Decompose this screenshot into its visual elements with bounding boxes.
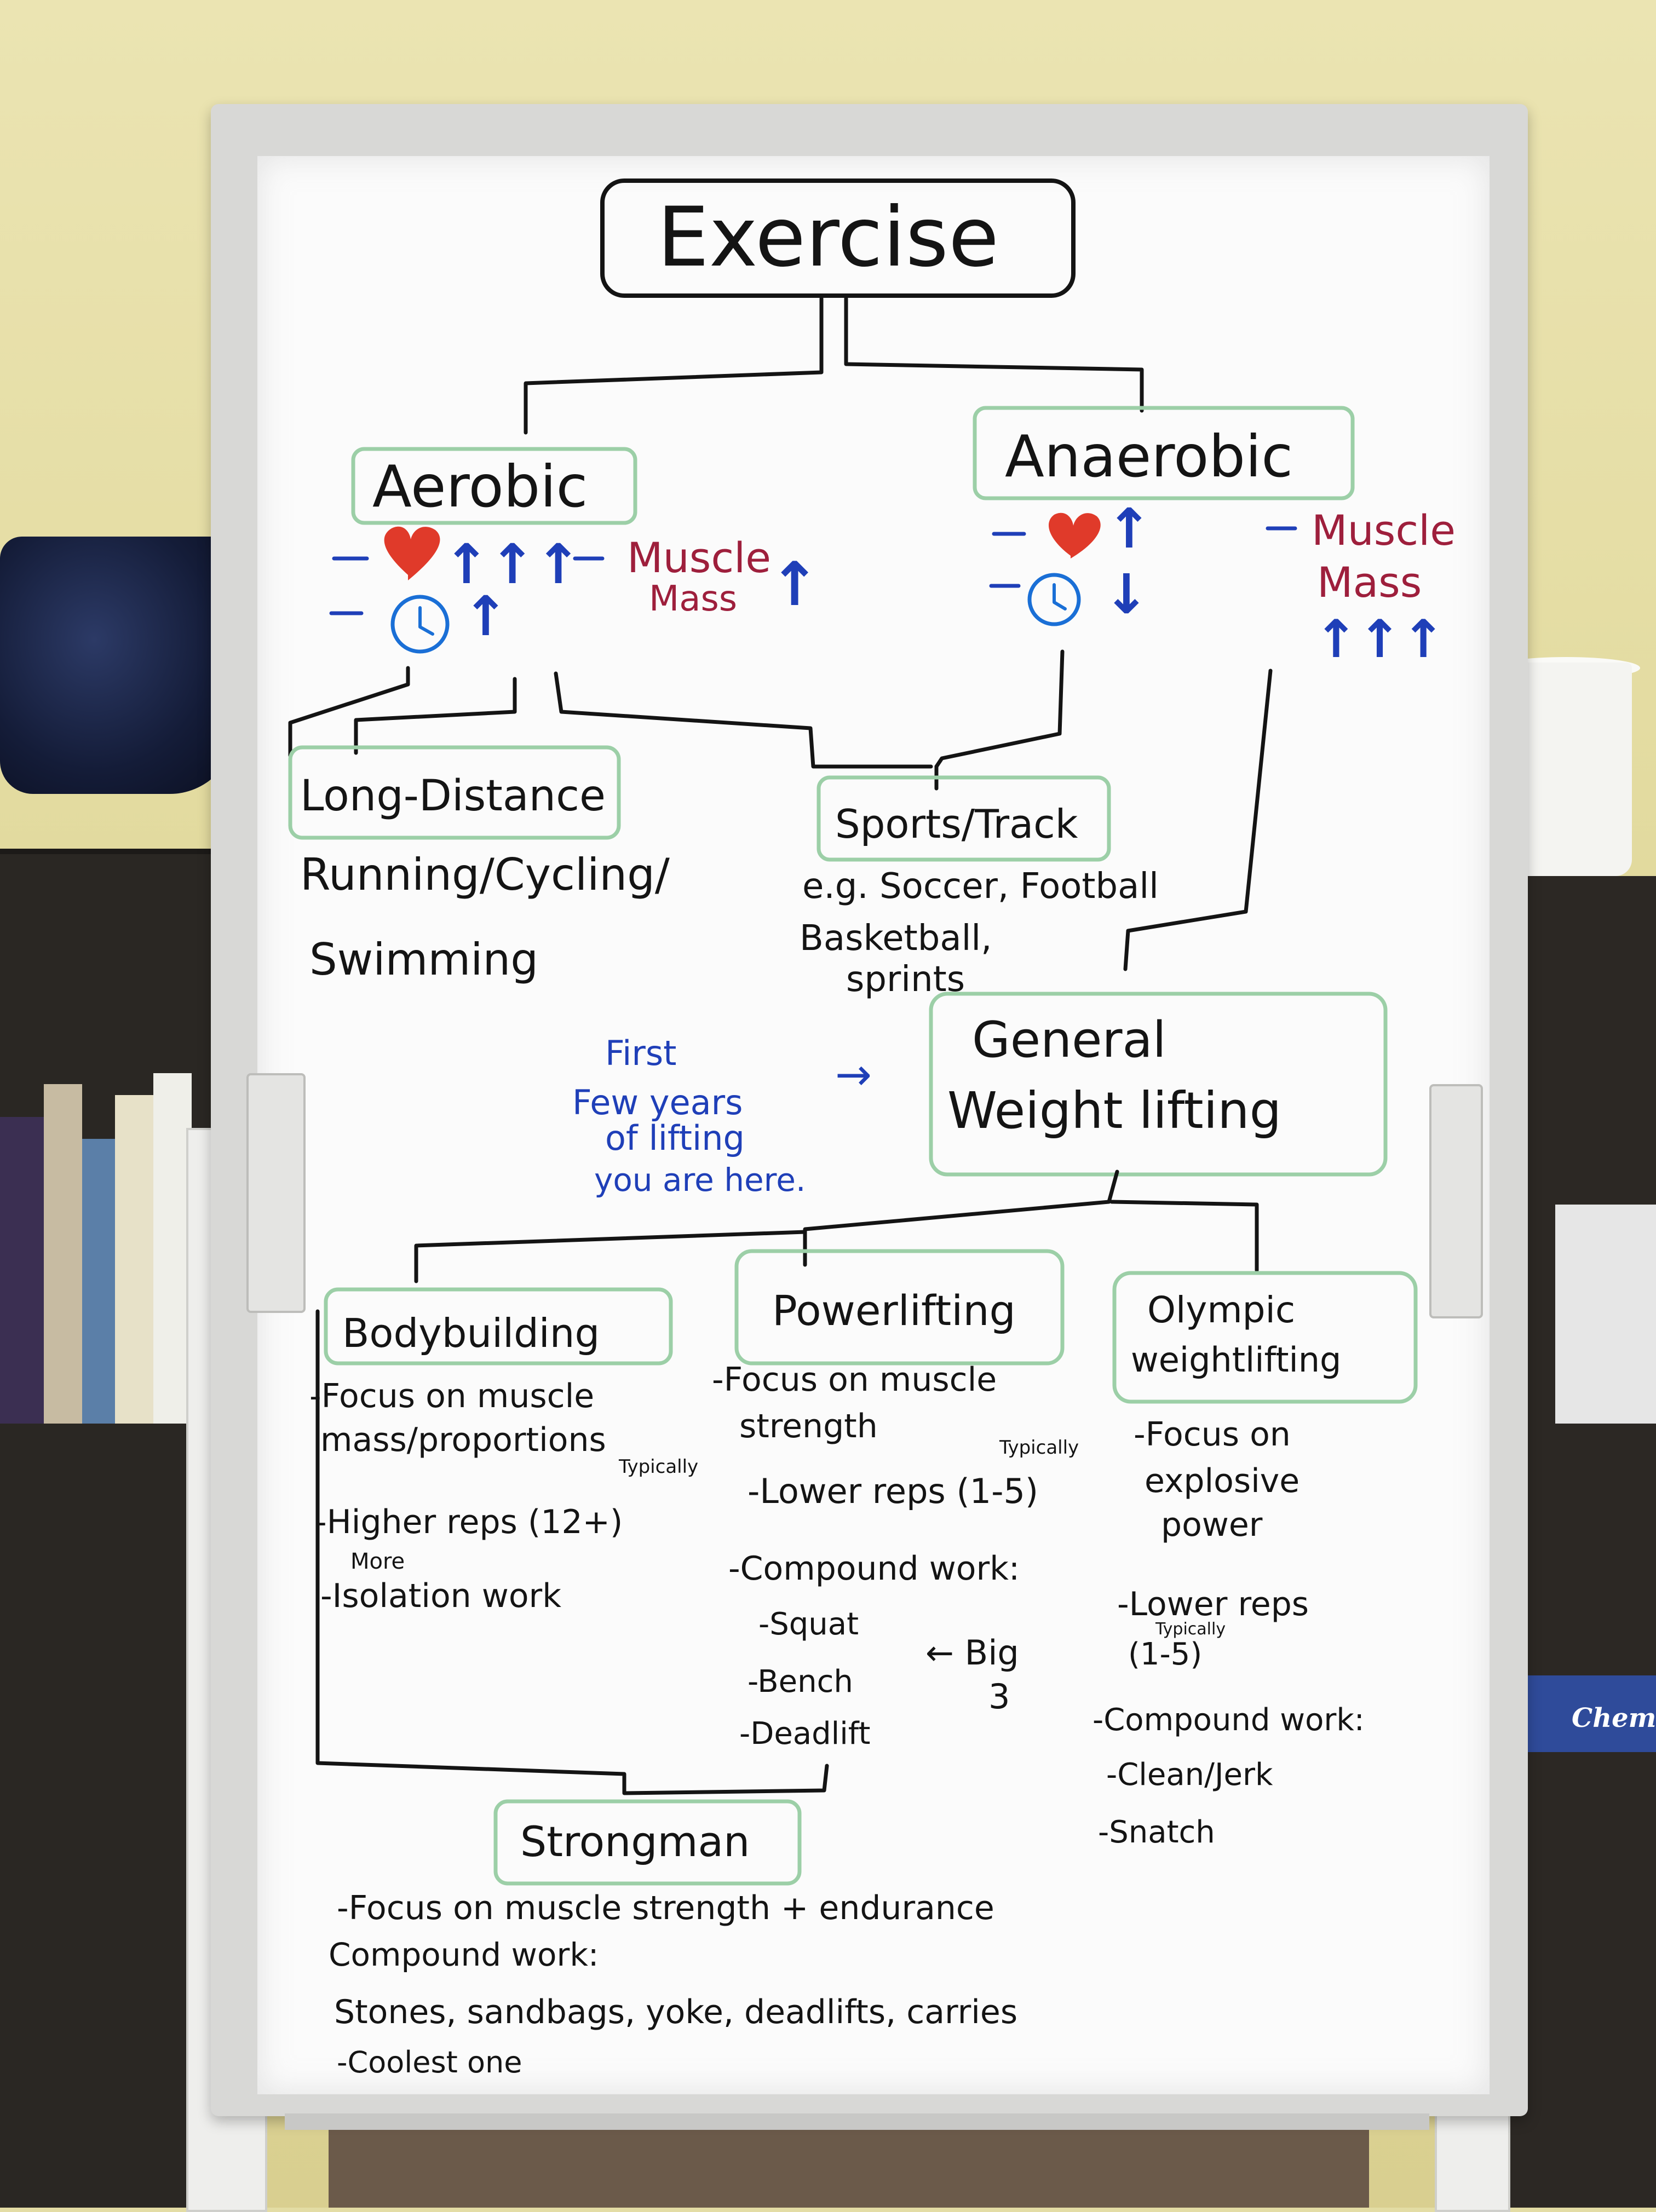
olympic-note-4: (1-5) xyxy=(1128,1637,1202,1672)
anaerobic-label: Anaerobic xyxy=(1005,423,1293,490)
bodybuilding-note-0: -Focus on muscle xyxy=(309,1377,594,1415)
powerlifting-label: Powerlifting xyxy=(772,1286,1016,1335)
connector-aerobic-sports xyxy=(554,671,933,769)
first-years-line2: Few years xyxy=(572,1082,743,1122)
anaerobic-mass-label: Mass xyxy=(1317,558,1422,607)
aerobic-time-arrow: ↑ xyxy=(463,584,509,648)
right-clamp xyxy=(1429,1084,1483,1318)
long-distance-label: Long-Distance xyxy=(300,771,606,821)
connector-general-powerlifting xyxy=(803,1170,1119,1267)
left-books xyxy=(0,1029,197,1424)
olympic-note-6: -Clean/Jerk xyxy=(1106,1757,1273,1793)
whiteboard-surface xyxy=(257,156,1490,2094)
powerlifting-note-3: -Compound work: xyxy=(728,1549,1020,1588)
aerobic-heart-arrows: ↑↑↑ xyxy=(444,532,581,596)
blue-bowl xyxy=(0,537,235,794)
aerobic-muscle-arrow: ↑ xyxy=(769,549,820,619)
title-text: Exercise xyxy=(657,190,999,285)
long-distance-box xyxy=(288,745,621,840)
olympic-note-2: power xyxy=(1161,1506,1263,1544)
aerobic-mass-label: Mass xyxy=(649,579,737,619)
connector-title-anaerobic xyxy=(844,296,1144,413)
sports-line1: e.g. Soccer, Football xyxy=(802,866,1159,907)
anaerobic-muscle-label: Muscle xyxy=(1312,506,1456,555)
bodybuilding-note-1: mass/proportions xyxy=(320,1421,606,1459)
long-distance-line2: Swimming xyxy=(309,934,538,985)
sports-line3: sprints xyxy=(846,959,965,1000)
anaerobic-time-arrow: ↓ xyxy=(1103,562,1149,626)
powerlifting-box xyxy=(734,1249,1065,1366)
chemistry-book-title: Chemistry xyxy=(1572,1703,1656,1733)
anaerobic-muscle-arrows: ↑↑↑ xyxy=(1314,609,1445,670)
first-years-arrow-icon: → xyxy=(835,1049,872,1100)
first-years-line1: First xyxy=(605,1033,676,1073)
anaerobic-box xyxy=(973,406,1355,500)
bodybuilding-label: Bodybuilding xyxy=(342,1310,600,1356)
left-clamp xyxy=(246,1073,306,1313)
olympic-label-1: Olympic xyxy=(1147,1289,1295,1331)
strongman-note-1: Compound work: xyxy=(329,1936,599,1973)
powerlifting-note-1: strength xyxy=(739,1407,878,1445)
powerlifting-typically: Typically xyxy=(999,1437,1079,1459)
olympic-typically: Typically xyxy=(1155,1620,1226,1639)
powerlifting-note-6: -Deadlift xyxy=(739,1716,870,1752)
aerobic-muscle-label: Muscle xyxy=(627,533,771,582)
strongman-note-0: -Focus on muscle strength + endurance xyxy=(337,1889,994,1927)
bodybuilding-note-2: -Higher reps (12+) xyxy=(315,1503,623,1541)
olympic-note-7: -Snatch xyxy=(1098,1814,1215,1850)
connector-anaerobic-general xyxy=(1123,669,1273,971)
strongman-box xyxy=(493,1799,802,1886)
aerobic-box xyxy=(351,447,637,525)
long-distance-line1: Running/Cycling/ xyxy=(300,849,670,900)
aerobic-label: Aerobic xyxy=(372,453,588,520)
connector-general-olympic xyxy=(1109,1200,1259,1272)
powerlifting-note-0: -Focus on muscle xyxy=(712,1361,997,1399)
olympic-label-2: weightlifting xyxy=(1131,1340,1341,1380)
connector-title-aerobic xyxy=(524,296,824,435)
anaerobic-clock-icon xyxy=(1027,573,1081,626)
aerobic-heart-icon xyxy=(384,526,440,580)
olympic-note-1: explosive xyxy=(1145,1462,1300,1500)
first-years-line3: of lifting xyxy=(605,1118,745,1158)
sports-line2: Basketball, xyxy=(800,918,992,959)
strongman-note-2: Stones, sandbags, yoke, deadlifts, carri… xyxy=(334,1993,1017,2031)
title-box xyxy=(600,178,1076,298)
general-weightlifting-box xyxy=(929,992,1388,1177)
bodybuilding-box xyxy=(324,1287,673,1366)
powerlifting-big3-a: ← Big xyxy=(925,1633,1019,1673)
strongman-label: Strongman xyxy=(520,1817,750,1866)
strongman-note-3: -Coolest one xyxy=(337,2045,522,2079)
general-line1: General xyxy=(972,1011,1166,1069)
bodybuilding-typically: Typically xyxy=(618,1456,698,1478)
general-line2: Weight lifting xyxy=(947,1081,1281,1140)
olympic-note-5: -Compound work: xyxy=(1092,1702,1365,1738)
olympic-box xyxy=(1112,1271,1418,1404)
olympic-note-3: -Lower reps xyxy=(1117,1585,1309,1623)
anaerobic-heart-icon xyxy=(1049,512,1101,558)
sports-label: Sports/Track xyxy=(835,801,1078,847)
powerlifting-note-5: -Bench xyxy=(748,1664,853,1700)
bodybuilding-more: More xyxy=(350,1549,405,1574)
sports-box xyxy=(817,775,1111,862)
powerlifting-note-2: -Lower reps (1-5) xyxy=(748,1471,1038,1511)
powerlifting-big3-b: 3 xyxy=(988,1677,1010,1716)
connector-to-strongman xyxy=(315,1309,829,1795)
connector-general-bodybuilding xyxy=(414,1230,807,1283)
first-years-line4: you are here. xyxy=(594,1161,806,1199)
powerlifting-note-4: -Squat xyxy=(758,1606,859,1642)
aerobic-clock-icon xyxy=(390,595,450,654)
olympic-note-0: -Focus on xyxy=(1134,1415,1291,1454)
connector-anaerobic-sports xyxy=(934,649,1065,769)
bodybuilding-note-3: -Isolation work xyxy=(320,1577,561,1615)
marker-tray xyxy=(285,2113,1429,2130)
stacked-papers xyxy=(1555,1205,1656,1424)
anaerobic-heart-arrow: ↑ xyxy=(1106,497,1152,561)
connector-aerobic-longdistance xyxy=(288,666,410,758)
